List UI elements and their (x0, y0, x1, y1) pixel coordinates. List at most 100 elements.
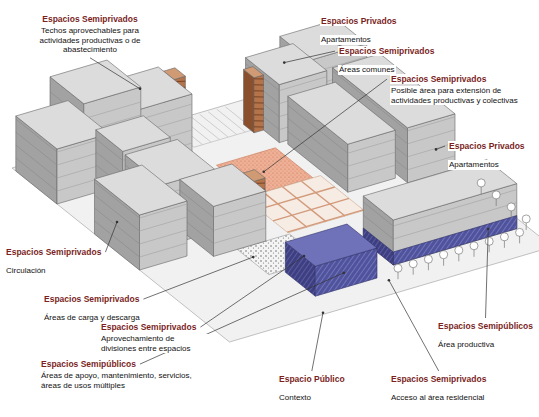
building-roof (180, 164, 266, 206)
stair-step (254, 78, 264, 79)
leader-dot (252, 256, 255, 259)
leader-dot (322, 312, 325, 315)
tree-crown (522, 215, 530, 223)
callout-label: Espacios PrivadosApartamentos (448, 135, 536, 171)
stair-step (254, 120, 264, 121)
callout-label: Espacio PúblicoContexto (278, 368, 368, 404)
floor-line (140, 230, 188, 244)
tree-crown (516, 228, 524, 236)
leader-line (284, 51, 335, 63)
stair-side (244, 69, 255, 132)
floor-line (16, 158, 57, 191)
building-roof (50, 60, 141, 104)
floor-line (84, 102, 141, 119)
callout-heading: Espacios Semiprivados (41, 14, 138, 24)
floor-line (214, 228, 266, 243)
floor-line (95, 182, 140, 218)
floor-line (95, 195, 140, 231)
stair-step (254, 84, 264, 85)
tree-crown (409, 260, 417, 268)
callout-text: Circulación (5, 266, 47, 276)
tree-crown (477, 179, 485, 187)
tree-crown (394, 264, 402, 272)
callout-label: Espacios SemiprivadosÁreas de carga y de… (43, 288, 163, 324)
tree-crown (440, 251, 448, 259)
floor-line (16, 145, 57, 178)
leader-line (436, 146, 445, 149)
leader-line (143, 257, 253, 299)
tree-crown (485, 237, 493, 245)
building-roof (95, 165, 188, 215)
callout-label: Espacios SemiprivadosAprovechamiento de … (100, 316, 212, 355)
callout-text: Áreas de apoyo, mantenimiento, servicios… (40, 371, 200, 390)
stair-step (254, 108, 264, 109)
floor-line (95, 208, 140, 244)
leader-dot (283, 61, 286, 64)
callout-label: Espacios SemiprivadosÁreas comunes (338, 40, 438, 76)
floor-line (214, 202, 266, 217)
floor-line (16, 119, 57, 152)
stair-step (254, 102, 264, 103)
callout-text: Apartamentos (448, 160, 500, 170)
callout-text: Acceso al área residencial (390, 393, 485, 403)
callout-label: Espacios SemiprivadosPosible área para e… (390, 68, 533, 107)
leader-line (264, 79, 387, 172)
parking-line (217, 109, 246, 132)
tree-crown (507, 203, 515, 211)
stair-step (254, 126, 264, 127)
tree-crown (500, 233, 508, 241)
floor-line (348, 152, 396, 166)
callout-heading: Espacios Semiprivados (43, 294, 140, 304)
callout-text: Áreas comunes (338, 65, 396, 75)
leader-dot (139, 88, 142, 91)
parking-line (208, 112, 237, 135)
productive-strip (393, 216, 517, 265)
floor-line (288, 131, 348, 179)
leader-dot (303, 255, 306, 258)
callout-heading: Espacios Semiprivados (100, 322, 197, 332)
stair-front (254, 75, 264, 133)
parking-line (200, 114, 229, 137)
callout-heading: Espacios Privados (448, 141, 526, 151)
callout-text: Aprovechamiento de divisiones entre espa… (100, 334, 212, 353)
building-roof (16, 101, 110, 149)
floor-line (140, 243, 188, 257)
leader-line (90, 58, 140, 89)
callout-label: Espacios SemipúblicosÁreas de apoyo, man… (40, 353, 200, 392)
floor-line (363, 202, 393, 226)
floor-line (288, 105, 348, 153)
callout-heading: Espacios Semipúblicos (437, 321, 534, 331)
floor-line (140, 204, 188, 218)
callout-text: Techos aprovechables para actividades pr… (25, 26, 155, 55)
leader-dot (487, 228, 490, 231)
callout-text: Apartamentos (320, 35, 372, 45)
stair-step (254, 114, 264, 115)
parking-line (194, 129, 256, 147)
callout-heading: Espacios Semiprivados (5, 247, 102, 257)
callout-heading: Espacio Público (278, 374, 346, 384)
leader-dot (435, 148, 438, 151)
tree-crown (455, 246, 463, 254)
floor-line (96, 152, 123, 174)
floor-line (16, 132, 57, 165)
stair-top (244, 67, 264, 78)
parking-line (191, 117, 220, 140)
callout-text: Posible área para extensión de actividad… (390, 86, 533, 105)
callout-heading: Espacios Privados (320, 16, 398, 26)
callout-heading: Espacios Semiprivados (390, 374, 487, 384)
callout-heading: Espacios Semiprivados (338, 46, 435, 56)
leader-dot (342, 272, 345, 275)
callout-text: Contexto (278, 393, 312, 403)
leader-line (200, 256, 304, 327)
callout-label: Espacios PrivadosApartamentos (320, 10, 410, 46)
tree-crown (424, 255, 432, 263)
productive-box-top (285, 224, 377, 266)
callout-label: Espacios SemipúblicosÁrea productiva (437, 315, 532, 351)
floor-line (140, 217, 188, 231)
leader-line (486, 229, 489, 318)
leader-line (105, 222, 117, 252)
tree-crown (470, 242, 478, 250)
leader-dot (116, 221, 119, 224)
